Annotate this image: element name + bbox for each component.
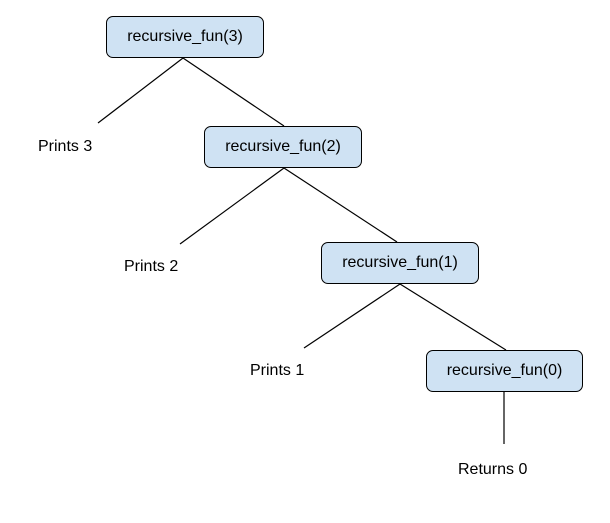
edge-n3-n2 (182, 57, 285, 127)
edge-n1-print1 (303, 283, 401, 349)
node-recursive-fun-2: recursive_fun(2) (204, 126, 362, 168)
label-prints-2: Prints 2 (124, 258, 179, 275)
edge-n2-n1 (283, 167, 398, 243)
edge-n2-print2 (179, 167, 285, 245)
label-prints-1: Prints 1 (250, 362, 305, 379)
node-recursive-fun-3: recursive_fun(3) (106, 16, 264, 58)
node-recursive-fun-0: recursive_fun(0) (426, 350, 583, 392)
label-prints-3: Prints 3 (38, 138, 93, 155)
edge-n3-print3 (97, 57, 184, 124)
edge-n1-n0 (399, 283, 507, 351)
label-returns-0: Returns 0 (458, 461, 528, 478)
node-recursive-fun-1: recursive_fun(1) (321, 242, 479, 284)
